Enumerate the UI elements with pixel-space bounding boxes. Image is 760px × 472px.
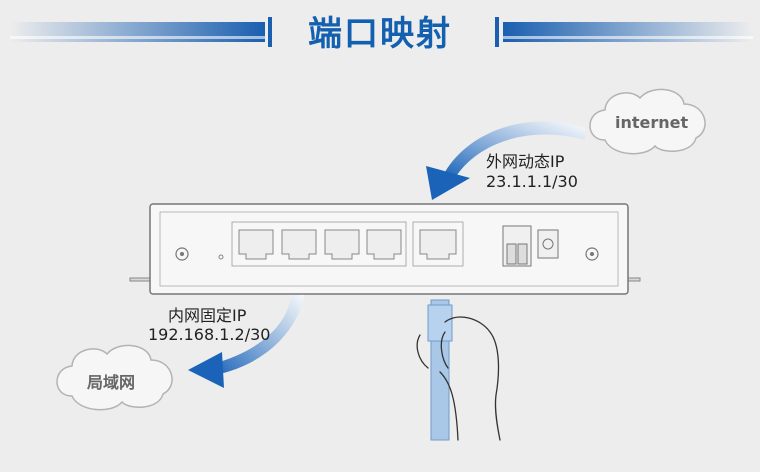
wan-arrow (426, 121, 585, 200)
wan-port (419, 229, 457, 260)
lan-ip-label: 内网固定IP (168, 306, 247, 325)
header-bar-right (495, 17, 753, 47)
internet-cloud (589, 88, 706, 155)
lan-ip-value: 192.168.1.2/30 (148, 325, 271, 344)
wan-ip-value: 23.1.1.1/30 (486, 172, 578, 191)
lan-arrow (188, 290, 305, 388)
wan-ip-label: 外网动态IP (486, 152, 565, 171)
lan-cloud-label: 局域网 (87, 373, 136, 392)
internet-cloud-label: internet (615, 113, 689, 132)
lan-ports (238, 229, 402, 260)
network-cable (427, 299, 453, 441)
header-bar-left (10, 17, 272, 47)
lan-cloud (56, 344, 173, 411)
page-title: 端口映射 (308, 14, 452, 54)
router-device (129, 203, 641, 295)
terminal-block (502, 225, 532, 267)
hand (416, 316, 501, 441)
power-jack (537, 229, 559, 259)
